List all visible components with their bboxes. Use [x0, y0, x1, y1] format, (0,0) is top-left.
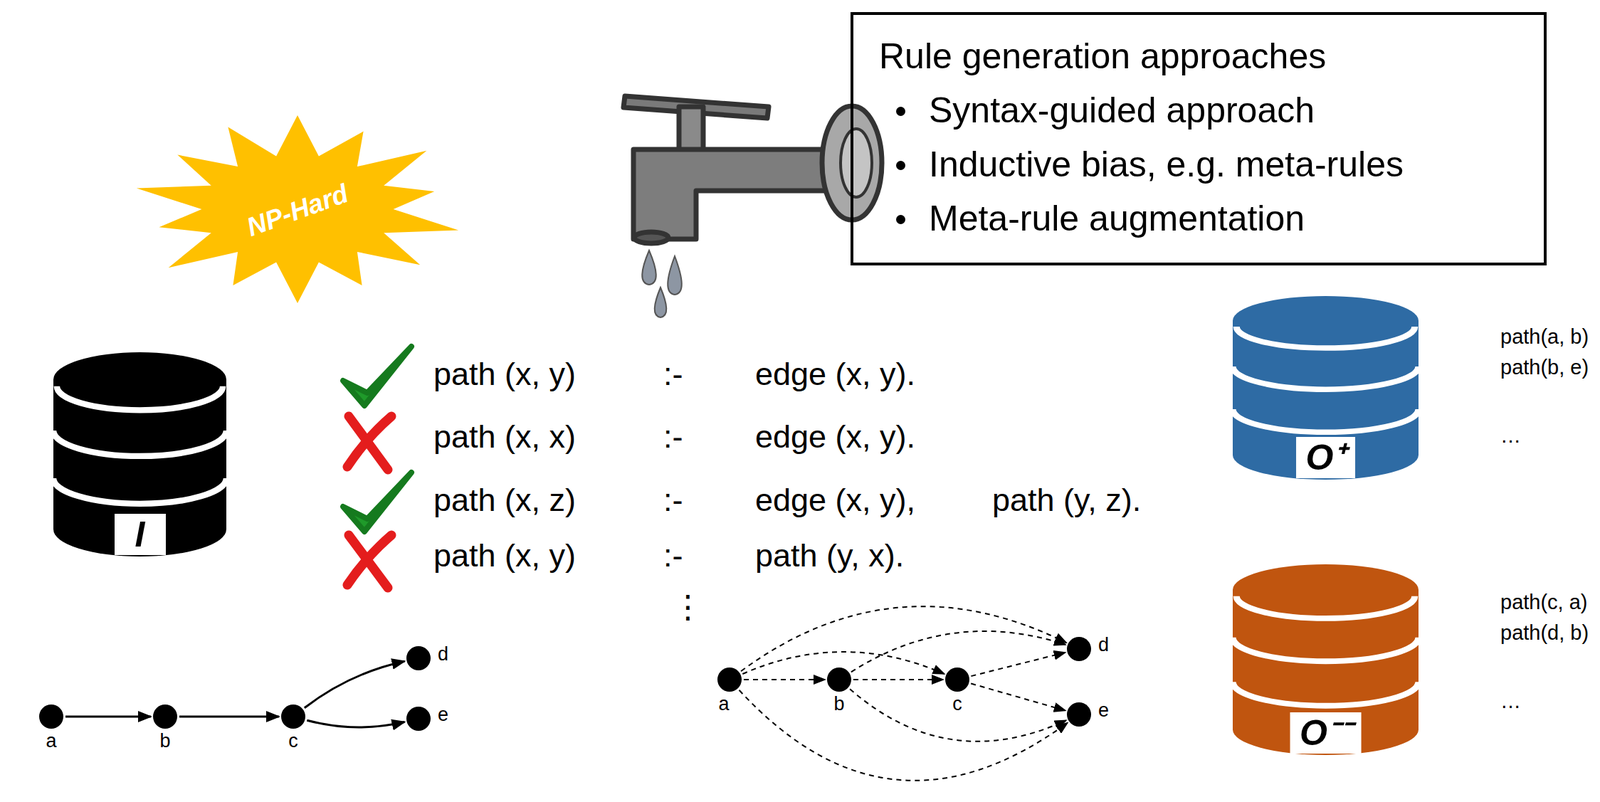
vertex-label: e — [436, 703, 450, 726]
vertex-label: a — [44, 730, 58, 752]
cylinder-label: O⁺ — [1306, 437, 1346, 479]
cylinder-label-patch: O⁻⁻ — [1289, 712, 1362, 754]
bullet-text: Meta-rule augmentation — [928, 191, 1516, 246]
starburst-fill — [136, 115, 459, 304]
derived-path-arrow — [851, 631, 1066, 672]
derived-path-arrow — [970, 683, 1066, 712]
faucet-icon — [623, 96, 882, 244]
derived-path-arrow — [849, 688, 1067, 742]
cylinder-label-patch: O⁺ — [1296, 437, 1356, 479]
database-cylinder: O⁺ — [1232, 296, 1419, 480]
vertex-label: c — [950, 693, 964, 715]
database-cylinder: I — [53, 352, 227, 557]
rule-token: edge (x, y). — [755, 417, 916, 457]
vertex-label: b — [158, 730, 172, 752]
vertex-label: d — [436, 643, 450, 665]
graph-vertex: e — [1066, 702, 1092, 727]
starburst-shape: NP-Hard — [130, 112, 465, 304]
graph-vertex: e — [406, 706, 431, 731]
rule-token: edge (x, y), — [755, 481, 916, 520]
edge-arrow — [306, 720, 405, 728]
graph-vertex: a — [717, 667, 742, 692]
fact-text: path(a, b) — [1500, 324, 1589, 350]
edge-arrow — [304, 661, 405, 709]
bullet-text: Syntax-guided approach — [928, 83, 1516, 138]
box-heading: Rule generation approaches — [879, 29, 1516, 84]
fact-text: … — [1500, 423, 1521, 449]
box-heading-row: Rule generation approaches — [879, 29, 1516, 84]
check-mark — [343, 472, 412, 532]
check-mark — [343, 346, 412, 406]
bullet-dot — [896, 214, 906, 225]
rule-token: path (y, z). — [992, 481, 1141, 520]
cross-mark — [347, 535, 392, 588]
graph-vertex: a — [39, 704, 64, 729]
edge-arrow — [65, 716, 151, 719]
derived-path-arrow — [739, 690, 1068, 781]
ellipsis-mark: ⋮ — [671, 587, 704, 627]
vertex-label: c — [286, 730, 300, 752]
cross-mark — [347, 416, 392, 470]
rule-token: :- — [663, 536, 684, 576]
rule-token: path (x, y) — [433, 536, 576, 576]
fact-text: path(d, b) — [1500, 620, 1589, 646]
bullet-dot — [896, 106, 906, 117]
rule-token: :- — [663, 481, 684, 520]
bullet-row: Meta-rule augmentation — [879, 191, 1516, 246]
water-drops — [641, 250, 682, 318]
bullet-row: Syntax-guided approach — [879, 83, 1516, 138]
bullet-text: Inductive bias, e.g. meta-rules — [928, 137, 1516, 192]
rule-token: path (x, x) — [433, 417, 576, 457]
derived-path-arrow — [743, 679, 825, 681]
fact-text: path(c, a) — [1500, 590, 1588, 615]
fact-text: path(b, e) — [1500, 355, 1589, 381]
cylinder-label-patch: I — [114, 513, 166, 556]
cylinder-label: O⁻⁻ — [1299, 712, 1352, 754]
graph-vertex: b — [153, 704, 178, 729]
rule-token: path (x, z) — [433, 481, 576, 520]
vertex-label: a — [716, 693, 731, 715]
vertex-label: e — [1096, 699, 1111, 721]
rule-token: edge (x, y). — [755, 355, 916, 394]
graph-vertex: b — [827, 667, 852, 692]
rule-approaches-box: Rule generation approachesSyntax-guided … — [850, 12, 1547, 266]
graph-vertex: d — [406, 646, 431, 671]
rule-token: :- — [663, 417, 684, 457]
cylinder-label: I — [124, 513, 156, 556]
vertex-label: d — [1096, 634, 1111, 656]
bullet-dot — [896, 160, 906, 171]
graph-vertex: c — [281, 704, 306, 729]
graph-vertex: d — [1066, 637, 1092, 662]
rule-token: path (x, y) — [433, 355, 576, 394]
bullet-row: Inductive bias, e.g. meta-rules — [879, 137, 1516, 192]
graph-vertex: c — [945, 667, 970, 692]
database-cylinder: O⁻⁻ — [1232, 564, 1419, 756]
fact-text: … — [1500, 688, 1521, 714]
vertex-label: b — [832, 693, 846, 715]
derived-path-arrow — [853, 679, 944, 681]
derived-path-arrow — [970, 652, 1065, 677]
derived-path-arrow — [740, 606, 1067, 672]
rule-token: :- — [663, 355, 684, 394]
rule-token: path (y, x). — [755, 536, 904, 576]
edge-arrow — [179, 716, 280, 719]
